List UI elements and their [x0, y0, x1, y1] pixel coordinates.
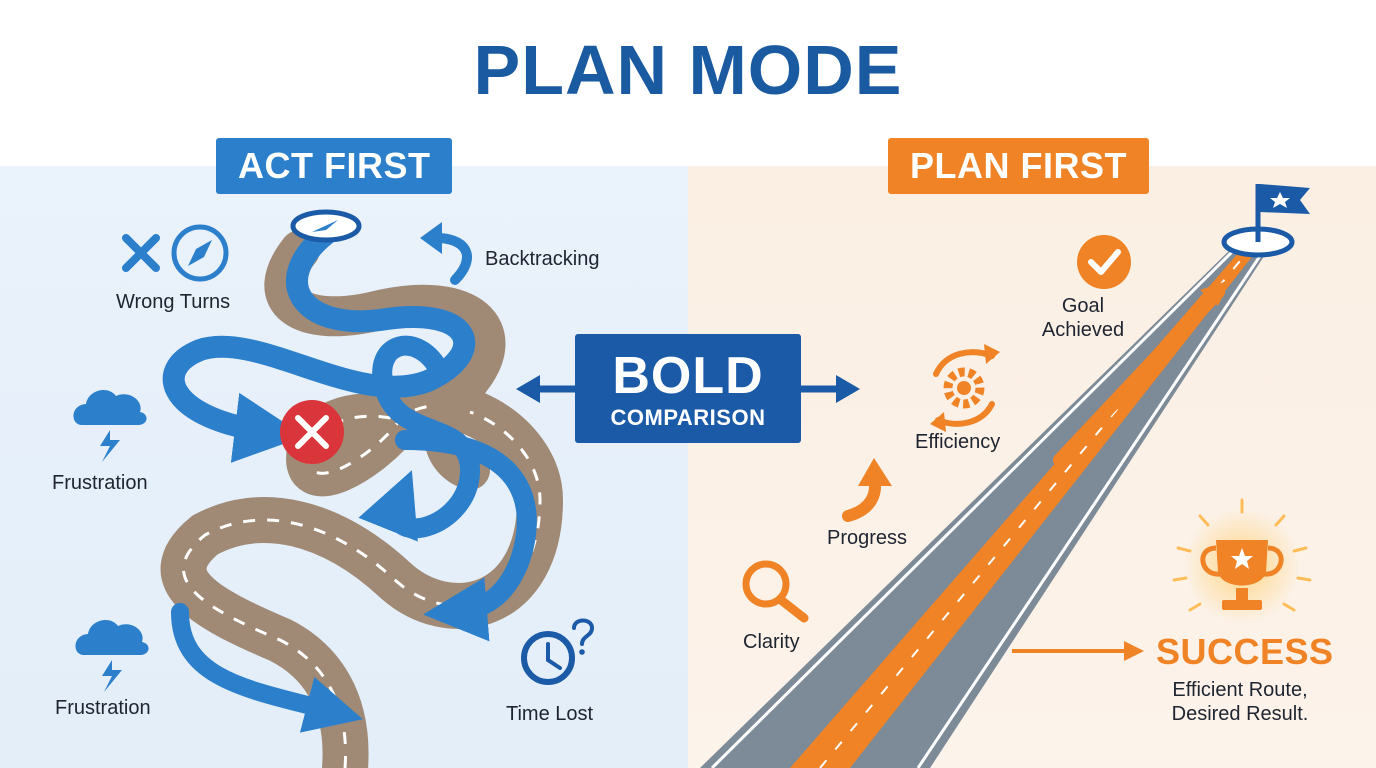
frustration-label-1: Frustration: [52, 472, 148, 494]
comparison-word: COMPARISON: [610, 405, 766, 430]
bold-comparison-box: BOLD COMPARISON: [575, 334, 801, 443]
success-desc-line2: Desired Result.: [1171, 703, 1309, 725]
progress-arrow-icon: [842, 458, 892, 522]
magnifier-icon: [742, 560, 809, 623]
center-double-arrow: [516, 375, 860, 403]
flag-icon: [1221, 184, 1310, 258]
checkmark-icon: [1077, 235, 1131, 289]
compass-icon: [171, 224, 229, 282]
bold-word: BOLD: [612, 347, 764, 405]
error-x-icon: [280, 400, 344, 464]
efficiency-label: Efficiency: [915, 431, 1001, 453]
act-first-tag: ACT FIRST: [216, 138, 453, 194]
storm-cloud-icon: [73, 390, 147, 462]
compass-start-icon: [290, 209, 362, 243]
clock-question-icon: [521, 618, 595, 685]
success-arrow: [1012, 641, 1144, 661]
success-desc-line1: Efficient Route,: [1172, 679, 1308, 701]
success-label: SUCCESS: [1156, 631, 1334, 672]
frustration-label-2: Frustration: [55, 697, 151, 719]
clarity-label: Clarity: [743, 631, 800, 653]
x-icon: [122, 234, 160, 272]
straight-highway: [700, 242, 1272, 768]
gear-cycle-icon: [930, 344, 1000, 432]
wrong-turns-label: Wrong Turns: [116, 291, 231, 313]
backtracking-label: Backtracking: [485, 248, 600, 270]
plan-first-tag: PLAN FIRST: [888, 138, 1149, 194]
backtrack-arrow-icon: [420, 222, 472, 285]
time-lost-label: Time Lost: [506, 703, 594, 725]
storm-cloud-icon: [75, 620, 149, 692]
goal-label-line1: Goal: [1061, 295, 1105, 317]
goal-label-line2: Achieved: [1041, 319, 1125, 341]
page-title: PLAN MODE: [473, 31, 903, 109]
progress-label: Progress: [827, 527, 908, 549]
trophy-icon: [1172, 498, 1312, 624]
winding-route: [162, 224, 537, 733]
